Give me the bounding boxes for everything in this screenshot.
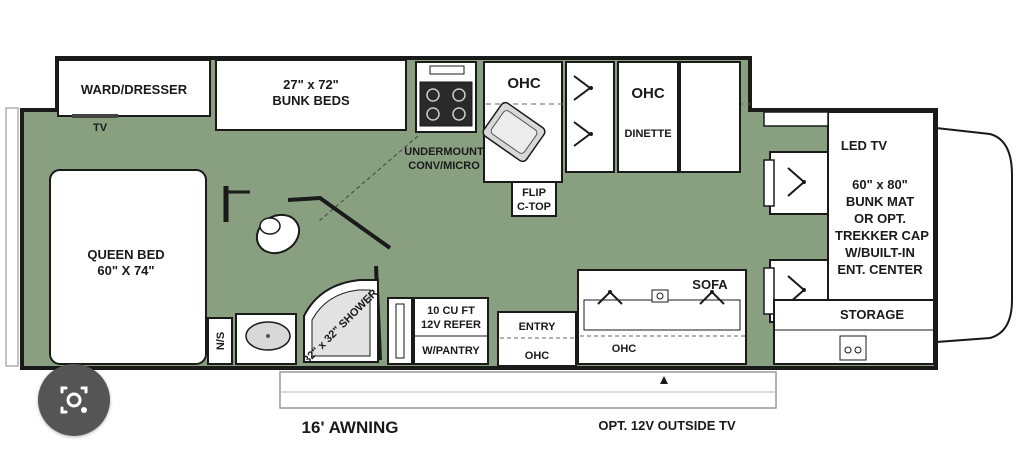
queen-bed-label: QUEEN BED — [87, 247, 164, 262]
dinette-seat-left — [565, 61, 615, 173]
outside-tv-marker — [660, 376, 668, 384]
driver-seat-dot — [802, 180, 806, 184]
shower-pan — [311, 289, 371, 357]
sofa-seatbelt-buckle — [656, 292, 664, 300]
burner — [426, 107, 440, 121]
google-lens-icon — [60, 386, 88, 414]
dinette-label: DINETTE — [624, 128, 671, 140]
conv-micro-label: CONV/MICRO — [408, 160, 480, 172]
c-top-label: C-TOP — [517, 201, 551, 213]
queen-bed — [49, 169, 207, 365]
refrigerator — [387, 297, 413, 365]
storage-knob — [854, 346, 862, 354]
rear-tv-label: TV — [93, 122, 108, 134]
pantry-label: W/PANTRY — [422, 345, 480, 357]
entry-ohc — [497, 311, 577, 367]
refer-size-label: 10 CU FT — [427, 305, 475, 317]
driver-seat — [769, 151, 829, 215]
kitchen-ohc-label: OHC — [507, 75, 541, 92]
refer-label: 12V REFER — [421, 319, 481, 331]
storage-label: STORAGE — [840, 307, 904, 322]
google-lens-button[interactable] — [38, 364, 110, 436]
sofa-dot — [710, 290, 714, 294]
sofa-label: SOFA — [692, 277, 728, 292]
undermount-label: UNDERMOUNT — [404, 146, 484, 158]
entry-ohc-label: OHC — [525, 350, 550, 362]
cab-built-in: W/BUILT-IN — [845, 245, 915, 260]
cab-bunk-mat: BUNK MAT — [846, 194, 914, 209]
burner — [452, 88, 466, 102]
dinette-dot — [589, 132, 593, 136]
leader-line — [317, 135, 419, 223]
dinette-ohc-label: OHC — [631, 85, 665, 102]
dinette-table — [617, 61, 679, 173]
passenger-seat-back — [763, 267, 775, 315]
bath-sink-drain — [266, 334, 270, 338]
sofa-ohc-label: OHC — [612, 343, 637, 355]
ns-label: N/S — [215, 332, 227, 350]
bath-door — [287, 195, 392, 250]
awning-label: 16' AWNING — [302, 418, 399, 437]
kitchen-sink-basin — [490, 110, 538, 154]
storage-panel — [839, 335, 867, 361]
refrigerator-handle — [395, 303, 405, 359]
sofa-dot — [608, 290, 612, 294]
passenger-seat-dot — [802, 288, 806, 292]
cab-over-bunk — [827, 111, 935, 301]
cab-nose — [935, 126, 1013, 344]
cab-bunk-or-opt: OR OPT. — [854, 211, 906, 226]
led-tv-label: LED TV — [841, 138, 888, 153]
burner — [452, 107, 466, 121]
sofa-seatbelt — [651, 289, 669, 303]
driver-seat-back — [763, 159, 775, 207]
cab-trim — [763, 111, 829, 127]
cab-trekker-cap: TREKKER CAP — [835, 228, 929, 243]
bunk-beds-label: BUNK BEDS — [272, 93, 350, 108]
cooktop — [419, 81, 473, 127]
flip-c-top — [511, 181, 557, 217]
dinette-dot — [589, 86, 593, 90]
storage-knob — [844, 346, 852, 354]
toilet-seat — [259, 217, 281, 235]
cab-ent-center: ENT. CENTER — [837, 262, 923, 277]
outside-tv-label: OPT. 12V OUTSIDE TV — [598, 418, 736, 433]
sofa-cushion — [583, 299, 741, 331]
cab-bunk-size: 60" x 80" — [852, 177, 908, 192]
refer-pantry — [413, 297, 489, 365]
ward-dresser-label: WARD/DRESSER — [81, 82, 188, 97]
burner — [426, 88, 440, 102]
entry-label: ENTRY — [519, 321, 557, 333]
awning — [279, 371, 777, 409]
range-vent — [429, 65, 465, 75]
queen-bed-size: 60" X 74" — [97, 263, 154, 278]
flip-label: FLIP — [522, 187, 546, 199]
bunk-beds-size: 27" x 72" — [283, 77, 339, 92]
night-stand — [207, 317, 233, 365]
bunk-beds — [215, 59, 407, 131]
dinette-seat-right — [679, 61, 741, 173]
ward-dresser — [57, 59, 211, 117]
rear-bumper — [5, 107, 19, 367]
rear-tv — [72, 114, 118, 118]
